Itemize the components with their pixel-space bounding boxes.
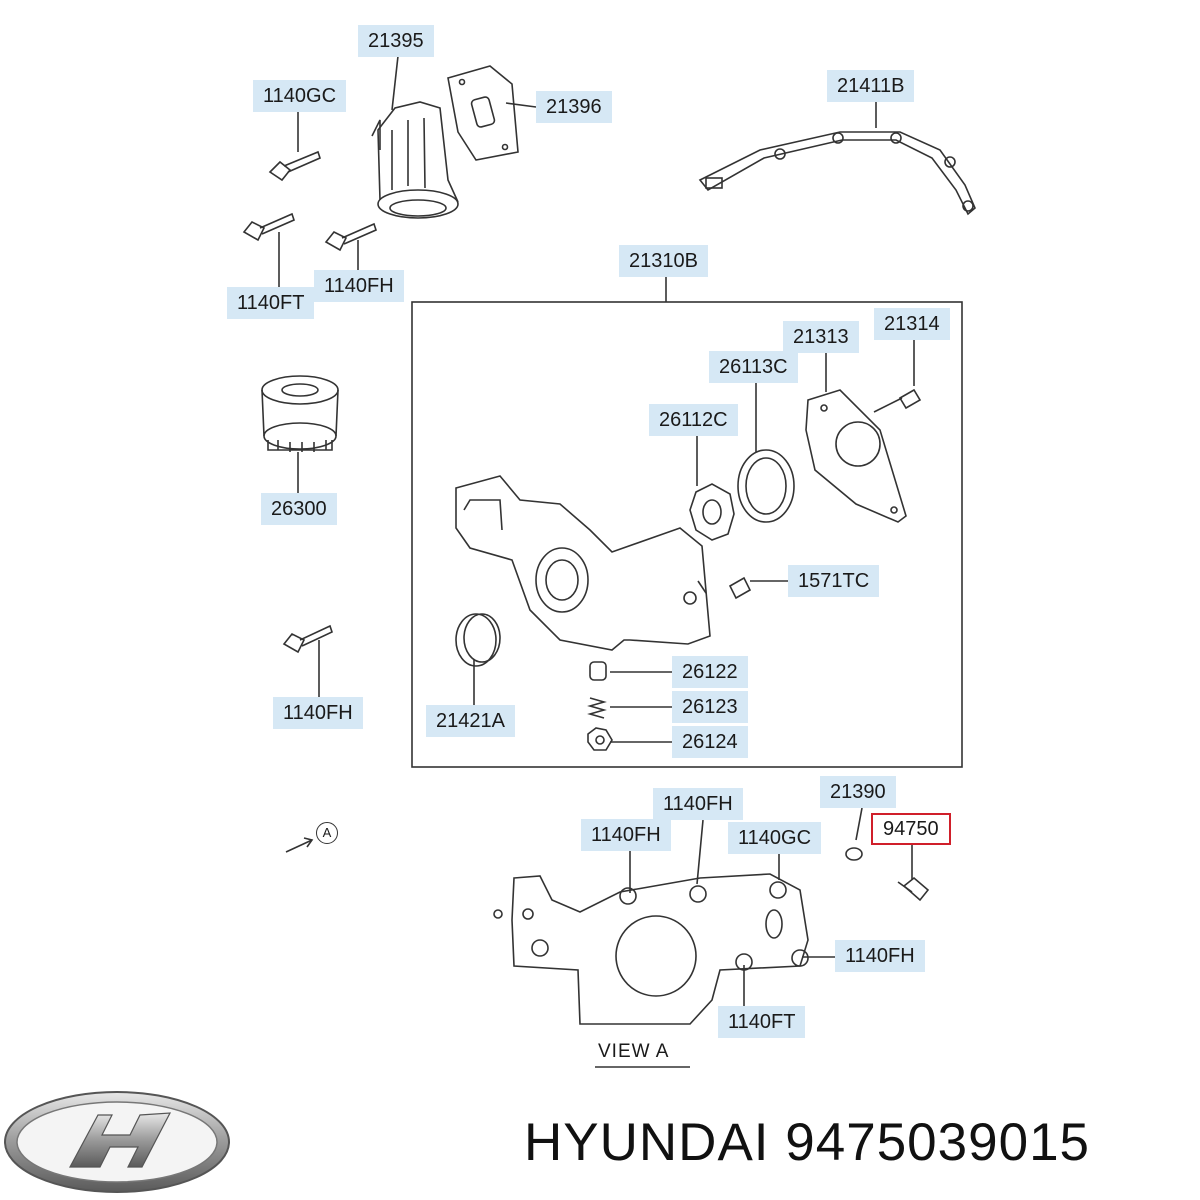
strainer-gasket-21396 bbox=[447, 65, 519, 161]
part-label-26123[interactable]: 26123 bbox=[672, 691, 748, 723]
part-label-1140fh-va3[interactable]: 1140FH bbox=[835, 940, 925, 972]
part-label-26300[interactable]: 26300 bbox=[261, 493, 337, 525]
part-label-1140fh-va2[interactable]: 1140FH bbox=[581, 819, 671, 851]
view-a-arrow bbox=[285, 837, 314, 853]
part-label-21313[interactable]: 21313 bbox=[783, 321, 859, 353]
part-label-21421a[interactable]: 21421A bbox=[426, 705, 515, 737]
part-label-1140ft[interactable]: 1140FT bbox=[227, 287, 315, 319]
oil-seal-21421a bbox=[455, 613, 501, 667]
oil-strainer-21395 bbox=[371, 101, 459, 219]
leader-line bbox=[855, 807, 863, 841]
brand-name: HYUNDAI bbox=[524, 1113, 770, 1172]
cover-gasket-21411b bbox=[698, 131, 976, 216]
part-label-1140fh[interactable]: 1140FH bbox=[314, 270, 404, 302]
pump-cover-21313 bbox=[805, 389, 907, 523]
o-ring-21390 bbox=[845, 847, 863, 861]
bolt-1140gc bbox=[268, 150, 321, 182]
plug-26124 bbox=[587, 727, 613, 751]
plug-1571tc bbox=[728, 576, 752, 600]
part-label-21396[interactable]: 21396 bbox=[536, 91, 612, 123]
inner-rotor-26112c bbox=[689, 483, 735, 541]
spring-26123 bbox=[587, 697, 607, 719]
part-label-1140gc[interactable]: 1140GC bbox=[253, 80, 347, 112]
view-a-pump-body bbox=[493, 873, 809, 1025]
leader-line bbox=[505, 102, 537, 108]
view-a-marker: A bbox=[316, 822, 338, 844]
screw-21314 bbox=[873, 388, 922, 413]
pump-body bbox=[455, 475, 711, 651]
part-label-26113c[interactable]: 26113C bbox=[709, 351, 798, 383]
oil-filter-26300 bbox=[261, 375, 339, 452]
view-a-caption: VIEW A bbox=[598, 1041, 670, 1062]
plunger-26122 bbox=[589, 661, 607, 681]
part-label-26124[interactable]: 26124 bbox=[672, 726, 748, 758]
footer-title: HYUNDAI 9475039015 bbox=[524, 1112, 1090, 1173]
outer-rotor-26113c bbox=[737, 449, 795, 523]
leader-line bbox=[697, 580, 707, 594]
part-label-21411b[interactable]: 21411B bbox=[827, 70, 915, 102]
part-label-1571tc[interactable]: 1571TC bbox=[788, 565, 880, 597]
part-label-1140ft-va[interactable]: 1140FT bbox=[718, 1006, 806, 1038]
bolt-1140ft bbox=[242, 212, 295, 242]
leader-line bbox=[696, 819, 704, 885]
part-label-21395[interactable]: 21395 bbox=[358, 25, 434, 57]
part-label-1140gc-va[interactable]: 1140GC bbox=[728, 822, 822, 854]
bolt-1140fh-mid bbox=[282, 624, 333, 654]
part-label-21314[interactable]: 21314 bbox=[874, 308, 950, 340]
part-label-26122[interactable]: 26122 bbox=[672, 656, 748, 688]
part-label-1140fh-mid[interactable]: 1140FH bbox=[273, 697, 363, 729]
part-label-21310b[interactable]: 21310B bbox=[619, 245, 708, 277]
part-label-1140fh-va1[interactable]: 1140FH bbox=[653, 788, 743, 820]
part-label-26112c[interactable]: 26112C bbox=[649, 404, 738, 436]
bolt-1140fh bbox=[324, 222, 377, 252]
assembly-21310b-box bbox=[411, 301, 963, 768]
leader-line bbox=[391, 55, 399, 111]
bolt-94750 bbox=[897, 876, 930, 902]
part-label-21390[interactable]: 21390 bbox=[820, 776, 896, 808]
hyundai-logo bbox=[4, 1091, 230, 1193]
part-number: 9475039015 bbox=[785, 1113, 1091, 1172]
part-label-94750-highlighted[interactable]: 94750 bbox=[871, 813, 951, 845]
